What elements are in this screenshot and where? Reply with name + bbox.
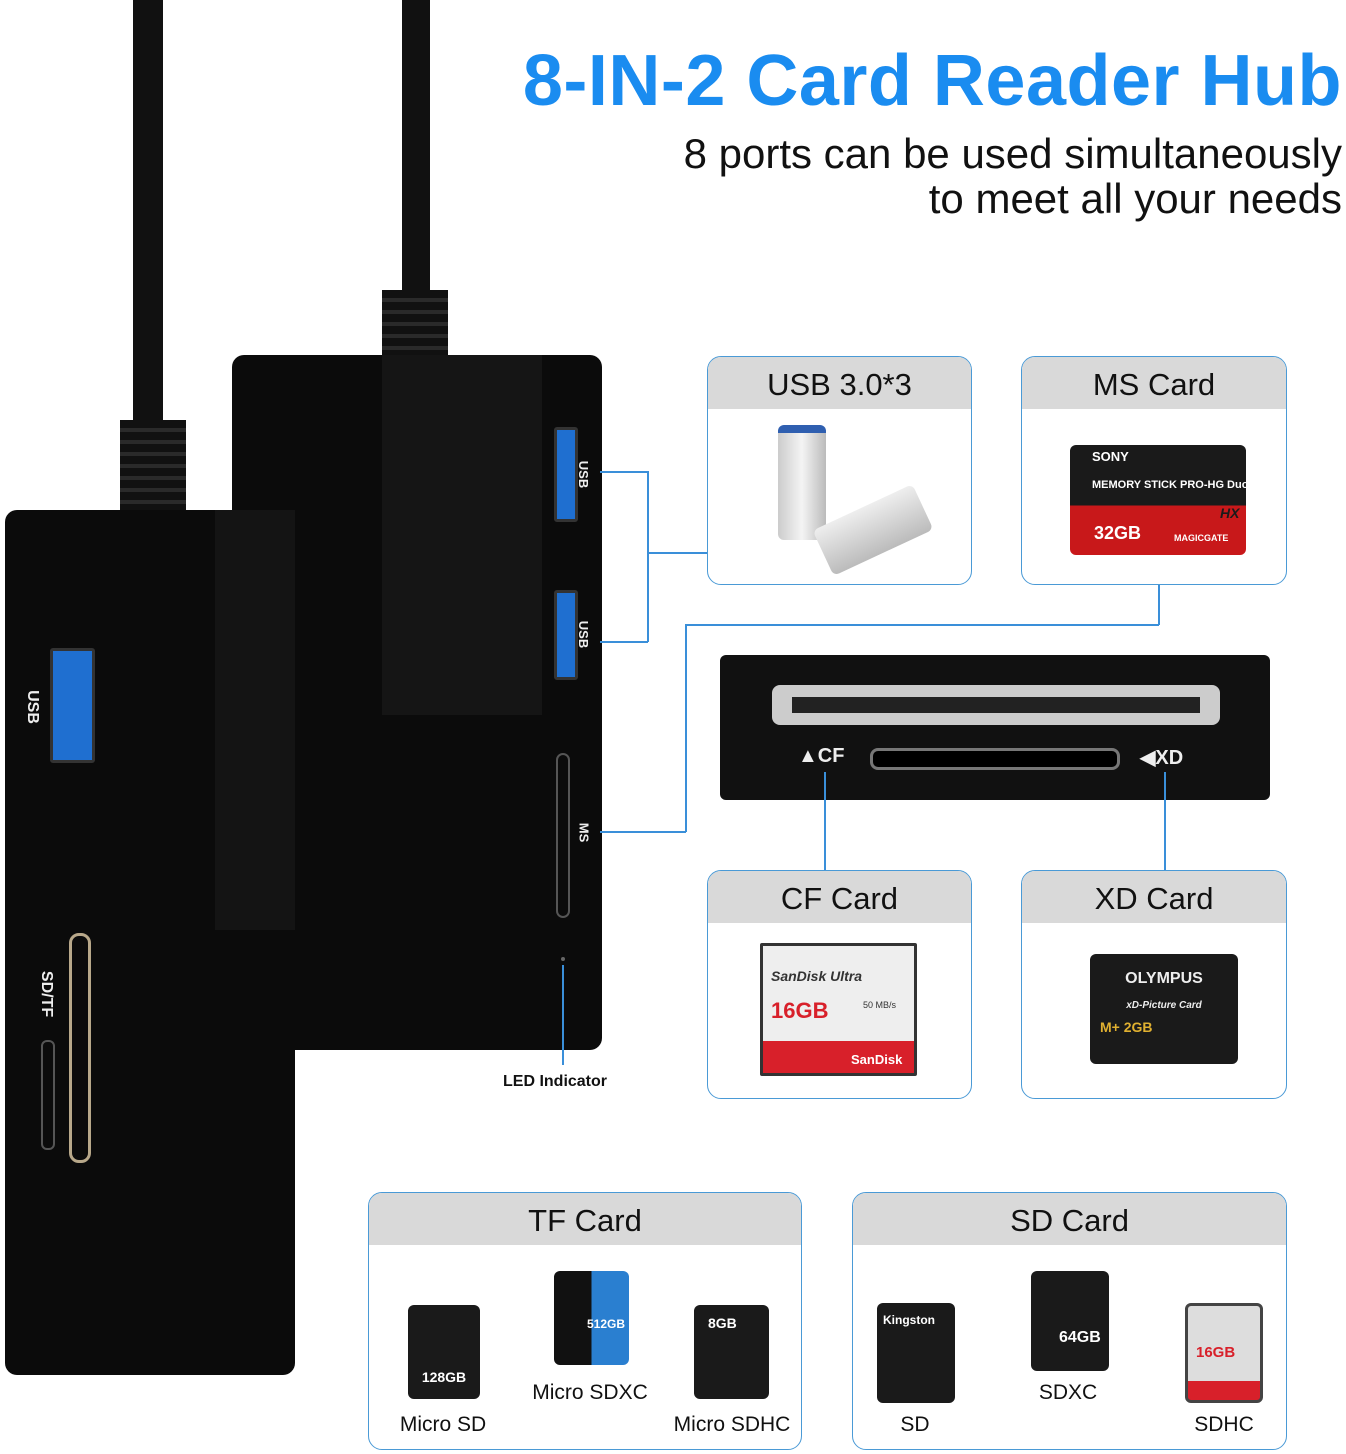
tf-slot bbox=[41, 1040, 55, 1150]
xd-box: XD Card OLYMPUS xD-Picture Card M+ 2GB bbox=[1021, 870, 1287, 1099]
connector-line bbox=[600, 471, 648, 473]
micro-sd-label: Micro SD bbox=[399, 1413, 487, 1436]
card-brand: SONY bbox=[1092, 449, 1129, 464]
sd-box: SD Card Kingston 64GB 16GB bbox=[852, 1192, 1287, 1450]
ms-card-image: SONY MEMORY STICK PRO-HG Duo HX 32GB MAG… bbox=[1070, 445, 1249, 555]
sdxc-card-image: 64GB bbox=[1031, 1271, 1109, 1371]
micro-sdxc-label: Micro SDXC bbox=[532, 1381, 648, 1404]
reader-front-view: ▲CF ◀XD bbox=[720, 655, 1270, 800]
led-connector bbox=[562, 965, 564, 1065]
card-brand: SanDisk Ultra bbox=[771, 968, 863, 984]
connector-line bbox=[685, 624, 687, 832]
cf-slot-label: ▲CF bbox=[798, 745, 845, 767]
card-capacity: 512GB bbox=[586, 1317, 625, 1331]
usb-adapter-image bbox=[778, 425, 826, 540]
cf-box: CF Card SanDisk Ultra 16GB 50 MB/s SanDi… bbox=[707, 870, 972, 1099]
connector-line bbox=[824, 772, 826, 870]
card-text: MAGICGATE bbox=[1174, 533, 1229, 543]
sdxc-label: SDXC bbox=[1038, 1381, 1098, 1404]
card-text: xD-Picture Card bbox=[1126, 1000, 1202, 1011]
card-capacity: 8GB bbox=[708, 1315, 737, 1331]
xd-card-image: OLYMPUS xD-Picture Card M+ 2GB bbox=[1090, 954, 1238, 1064]
sd-slot bbox=[69, 933, 91, 1163]
card-text: MEMORY STICK PRO-HG Duo bbox=[1092, 479, 1249, 491]
xd-box-title: XD Card bbox=[1022, 871, 1286, 923]
led-indicator-label: LED Indicator bbox=[503, 1073, 608, 1090]
usb-box: USB 3.0*3 bbox=[707, 356, 972, 585]
card-brand: OLYMPUS bbox=[1125, 970, 1203, 987]
page-title: 8-IN-2 Card Reader Hub bbox=[522, 41, 1342, 121]
micro-sdxc-card-image: 512GB bbox=[554, 1271, 629, 1365]
tf-box-title: TF Card bbox=[369, 1193, 801, 1245]
card-capacity: M+ 2GB bbox=[1100, 1019, 1153, 1035]
sdhc-label: SDHC bbox=[1194, 1413, 1254, 1436]
ms-box: MS Card SONY MEMORY STICK PRO-HG Duo HX … bbox=[1021, 356, 1287, 585]
subtitle-line-1: 8 ports can be used simultaneously bbox=[683, 130, 1342, 177]
connector-line bbox=[685, 624, 1159, 626]
card-speed: 50 MB/s bbox=[863, 1000, 897, 1010]
hub-front-unit: USB SD/TF bbox=[5, 510, 295, 1375]
usb-port bbox=[554, 590, 578, 680]
sd-label: SD bbox=[900, 1413, 930, 1436]
led-indicator bbox=[561, 957, 565, 961]
micro-sd-card-image: 128GB bbox=[408, 1305, 480, 1399]
sd-card-image: Kingston bbox=[877, 1303, 955, 1403]
card-capacity: 128GB bbox=[421, 1369, 467, 1385]
sd-box-title: SD Card bbox=[853, 1193, 1286, 1245]
usb-box-title: USB 3.0*3 bbox=[708, 357, 971, 409]
card-brand: Kingston bbox=[883, 1313, 935, 1327]
cable-strain-relief bbox=[120, 420, 186, 510]
connector-line bbox=[600, 831, 686, 833]
micro-sdhc-card-image: 8GB bbox=[694, 1305, 769, 1399]
connector-line bbox=[1164, 772, 1166, 870]
cable-front bbox=[133, 0, 163, 440]
micro-sdhc-label: Micro SDHC bbox=[673, 1413, 791, 1436]
connector-line bbox=[647, 552, 707, 554]
port-label: USB bbox=[23, 690, 41, 724]
port-label: USB bbox=[576, 460, 592, 489]
cable-strain-relief bbox=[382, 290, 448, 360]
card-capacity: 16GB bbox=[1196, 1344, 1236, 1361]
cf-card-image: SanDisk Ultra 16GB 50 MB/s SanDisk bbox=[760, 943, 917, 1076]
port-label: USB bbox=[576, 620, 592, 649]
port-label: MS bbox=[576, 822, 592, 843]
card-text: HX bbox=[1220, 505, 1240, 521]
card-capacity: 16GB bbox=[771, 998, 829, 1023]
card-text: SanDisk bbox=[851, 1052, 903, 1067]
port-label: SD/TF bbox=[38, 970, 56, 1018]
tf-box: TF Card 128GB 512GB 8GB bbox=[368, 1192, 802, 1450]
ms-slot bbox=[556, 753, 570, 918]
connector-line bbox=[600, 641, 648, 643]
subtitle-line-2: to meet all your needs bbox=[928, 175, 1342, 222]
cable-back bbox=[402, 0, 430, 300]
ms-box-title: MS Card bbox=[1022, 357, 1286, 409]
usb-adapter-image bbox=[812, 484, 934, 576]
connector-line bbox=[1158, 585, 1160, 625]
sdhc-card-image: 16GB bbox=[1185, 1303, 1263, 1403]
connector-line bbox=[647, 471, 649, 642]
xd-slot-label: ◀XD bbox=[1140, 747, 1184, 769]
usb-port bbox=[50, 648, 95, 763]
cf-box-title: CF Card bbox=[708, 871, 971, 923]
card-capacity: 64GB bbox=[1059, 1329, 1101, 1346]
cf-slot bbox=[772, 685, 1220, 725]
usb-port bbox=[554, 427, 578, 522]
xd-slot bbox=[870, 748, 1120, 770]
card-capacity: 32GB bbox=[1094, 523, 1142, 543]
